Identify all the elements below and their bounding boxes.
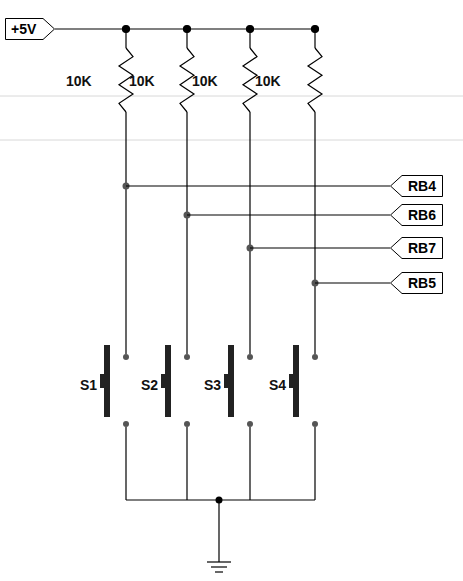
column-2 <box>161 26 194 501</box>
resistor-symbol <box>308 48 322 112</box>
switch-name: S2 <box>141 378 158 392</box>
signal-wire <box>187 214 390 215</box>
ground-symbol <box>207 561 231 562</box>
scan-lines <box>0 96 463 140</box>
port-tag: RB6 <box>390 204 443 226</box>
supply-wire <box>55 28 126 29</box>
switch-name: S3 <box>204 378 221 392</box>
wire <box>249 427 250 500</box>
switch-terminal <box>184 354 190 360</box>
resistor-value: 10K <box>66 74 92 88</box>
ground-wire <box>218 500 219 562</box>
signal-wire <box>315 282 390 283</box>
tag-text: RB6 <box>408 208 436 222</box>
switch-terminal <box>312 421 318 427</box>
wire <box>125 112 126 354</box>
port-tag: RB5 <box>390 272 443 294</box>
tag-text: RB7 <box>408 241 436 255</box>
column-3 <box>224 26 257 501</box>
port-tag: RB7 <box>390 237 443 259</box>
wire <box>186 29 187 48</box>
switch-terminal <box>247 421 253 427</box>
column-1 <box>100 26 133 501</box>
signal-wire <box>250 247 390 248</box>
pushbutton-symbol <box>104 345 110 417</box>
pushbutton-symbol <box>293 345 299 417</box>
wire <box>125 29 126 48</box>
switch-terminal <box>312 354 318 360</box>
wire <box>125 427 126 500</box>
pushbutton-symbol <box>165 345 171 417</box>
switch-terminal <box>123 354 129 360</box>
wire <box>314 427 315 500</box>
wire <box>186 427 187 500</box>
ground-symbol <box>211 566 227 567</box>
wire <box>249 29 250 48</box>
ground-symbol <box>215 571 223 572</box>
wire <box>314 29 315 48</box>
resistor-value: 10K <box>255 74 281 88</box>
switch-terminal <box>123 421 129 427</box>
pushbutton-symbol <box>161 374 165 388</box>
wire <box>186 112 187 354</box>
tag-text: RB4 <box>408 179 436 193</box>
resistor-symbol <box>180 48 194 112</box>
switch-terminal <box>247 354 253 360</box>
resistor-value: 10K <box>192 74 218 88</box>
junction-dot <box>216 497 223 504</box>
pushbutton-symbol <box>224 374 228 388</box>
wires <box>126 29 315 572</box>
switch-terminal <box>184 421 190 427</box>
pushbutton-symbol <box>100 374 104 388</box>
switch-name: S4 <box>269 378 286 392</box>
supply-rail <box>126 28 315 29</box>
tag-text: RB5 <box>408 276 436 290</box>
port-tag: RB4 <box>390 175 443 197</box>
switch-name: S1 <box>80 378 97 392</box>
pushbutton-symbol <box>228 345 234 417</box>
wire <box>314 112 315 354</box>
resistor-symbol <box>243 48 257 112</box>
wire <box>249 112 250 354</box>
pushbutton-symbol <box>289 374 293 388</box>
signal-wire <box>126 185 390 186</box>
resistor-value: 10K <box>129 74 155 88</box>
supply-label: +5V <box>5 18 55 40</box>
column-4 <box>289 26 322 501</box>
tag-text: +5V <box>11 22 36 36</box>
